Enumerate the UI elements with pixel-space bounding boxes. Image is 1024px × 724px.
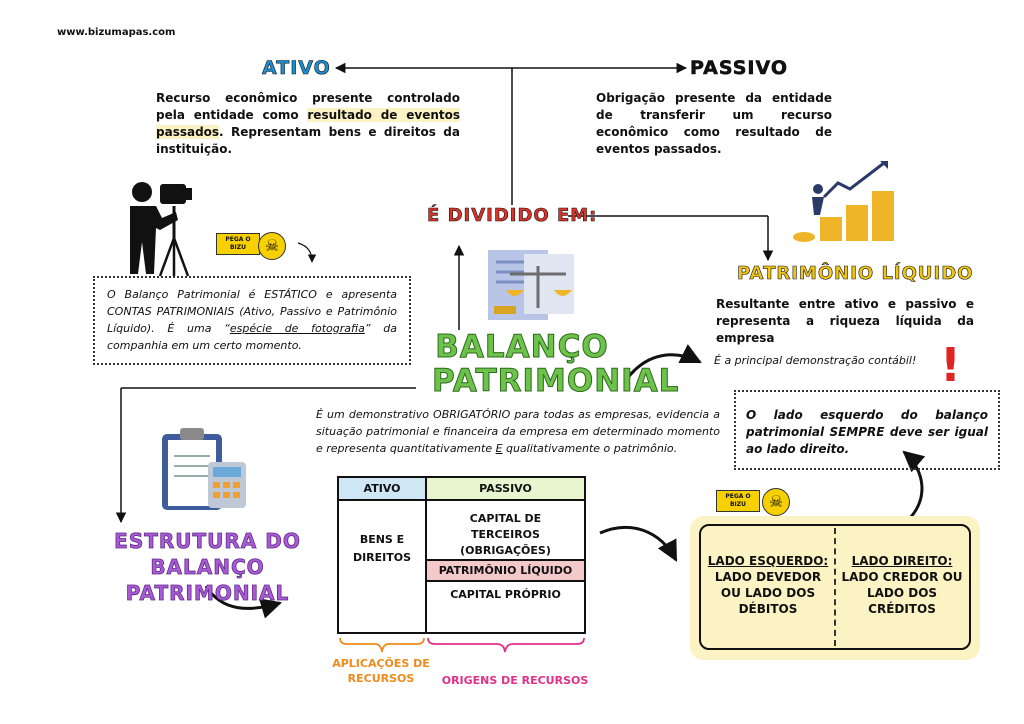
balance-description: É um demonstrativo OBRIGATÓRIO para toda…	[316, 406, 720, 457]
right-side-column: LADO DIREITO: LADO CREDOR OU LADO DOS CR…	[838, 553, 966, 617]
structure-heading-line1: ESTRUTURA DO	[114, 529, 301, 554]
origens-label: ORIGENS DE RECURSOS	[441, 674, 589, 687]
site-url: www.bizumapas.com	[57, 27, 176, 38]
equality-note-text: O lado esquerdo do balanço patrimonial S…	[746, 408, 988, 456]
patrimonio-liquido-heading: PATRIMÔNIO LÍQUIDO	[737, 263, 974, 285]
bens-direitos-text: BENS E DIREITOS	[352, 533, 412, 564]
pega-o-bizu-badge-2: PEGA O BIZU	[716, 490, 760, 512]
structure-heading-line2: BALANÇO PATRIMONIAL	[125, 555, 290, 606]
main-title: BALANÇO PATRIMONIAL	[432, 329, 680, 399]
table-braces	[339, 637, 585, 653]
badge-line1: PEGA O	[225, 236, 251, 243]
capital-terceiros: CAPITAL DE TERCEIROS (OBRIGAÇÕES)	[460, 512, 551, 557]
balance-description-end: qualitativamente o patrimônio.	[502, 442, 678, 455]
static-note-text-end: ” da companhia em um certo momento.	[107, 322, 398, 352]
pl-row: PATRIMÔNIO LÍQUIDO	[427, 559, 584, 582]
pega-o-bizu-badge: PEGA O BIZU	[216, 233, 260, 255]
left-side-column: LADO ESQUERDO: LADO DEVEDOR OU LADO DOS …	[705, 553, 831, 617]
balance-description-underlined: E	[495, 442, 503, 455]
skull-icon-2: ☠	[762, 488, 790, 516]
equality-note-box: O lado esquerdo do balanço patrimonial S…	[734, 390, 1000, 470]
ativo-heading: ATIVO	[262, 57, 331, 80]
main-title-line2: PATRIMONIAL	[432, 363, 680, 399]
ativo-text-end: . Representam bens e direitos da institu…	[156, 125, 460, 156]
badge2-line2: BIZU	[729, 501, 747, 508]
right-side-title: LADO DIREITO:	[851, 554, 953, 568]
static-note-underlined: espécie de fotografia	[229, 322, 365, 335]
balance-description-start: É um demonstrativo OBRIGATÓRIO para toda…	[316, 408, 720, 455]
table-cell-passivo-group: CAPITAL DE TERCEIROS (OBRIGAÇÕES) PATRIM…	[425, 499, 586, 634]
static-note-text-start: O Balanço Patrimonial é ESTÁTICO e apres…	[107, 288, 397, 335]
divided-heading: É DIVIDIDO EM:	[427, 205, 598, 227]
static-balance-note: O Balanço Patrimonial é ESTÁTICO e apres…	[93, 276, 411, 365]
photographer-icon	[130, 182, 192, 277]
skull-icon: ☠	[258, 232, 286, 260]
structure-heading: ESTRUTURA DO BALANÇO PATRIMONIAL	[105, 528, 310, 606]
balance-sheet-clipboard-icon	[162, 428, 246, 510]
main-title-line1: BALANÇO	[435, 329, 609, 365]
patrimonio-liquido-description: Resultante entre ativo e passivo e repre…	[716, 297, 974, 345]
right-side-text: LADO CREDOR OU LADO DOS CRÉDITOS	[841, 570, 963, 616]
passivo-description: Obrigação presente da entidade de transf…	[596, 91, 832, 156]
left-side-title: LADO ESQUERDO:	[707, 554, 829, 568]
balance-sheet-table: ATIVO PASSIVO BENS E DIREITOS CAPITAL DE…	[337, 476, 586, 634]
passivo-heading: PASSIVO	[690, 57, 788, 80]
table-header-passivo: PASSIVO	[425, 476, 586, 501]
exclamation-icon: !	[940, 338, 961, 392]
table-header-ativo: ATIVO	[337, 476, 427, 501]
table-cell-bens-direitos: BENS E DIREITOS	[337, 499, 427, 634]
badge-line2: BIZU	[229, 244, 247, 251]
growth-coins-icon	[793, 161, 894, 242]
scale-documents-icon	[488, 250, 574, 320]
main-statement-note: É a principal demonstração contábil!	[714, 354, 917, 367]
ativo-text-start: Recurso econômico presente controlado pe…	[156, 91, 460, 122]
aplicacoes-label: APLICAÇÕES DE RECURSOS	[332, 657, 430, 685]
left-side-text: LADO DEVEDOR OU LADO DOS DÉBITOS	[714, 570, 822, 616]
capital-proprio: CAPITAL PRÓPRIO	[450, 588, 561, 601]
badge2-line1: PEGA O	[725, 493, 751, 500]
ativo-description: Recurso econômico presente controlado pe…	[156, 90, 461, 158]
sides-divider	[834, 528, 836, 646]
